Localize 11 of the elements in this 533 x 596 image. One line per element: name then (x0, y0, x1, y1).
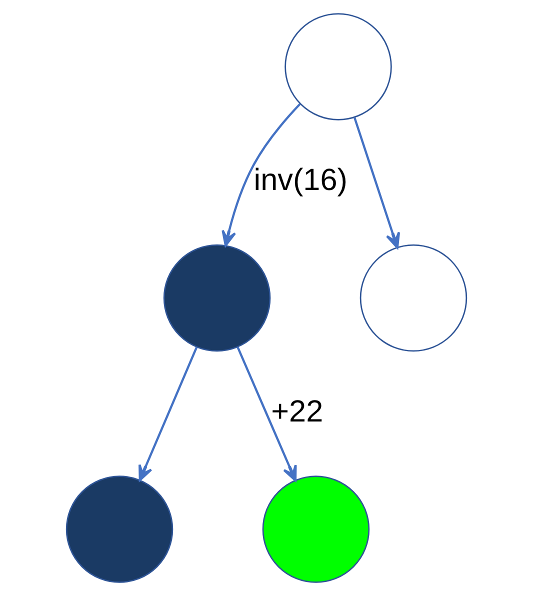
node-circle (163, 244, 271, 352)
node-circle (360, 244, 468, 352)
node-circle (262, 476, 370, 583)
node-circle (284, 13, 392, 120)
arrow (354, 117, 400, 249)
arrow (222, 103, 301, 247)
arrow (236, 346, 297, 482)
arrow (138, 346, 198, 482)
edge-label: +22 (271, 394, 324, 428)
edge-label: inv(16) (254, 163, 348, 198)
node-circle (66, 476, 174, 583)
